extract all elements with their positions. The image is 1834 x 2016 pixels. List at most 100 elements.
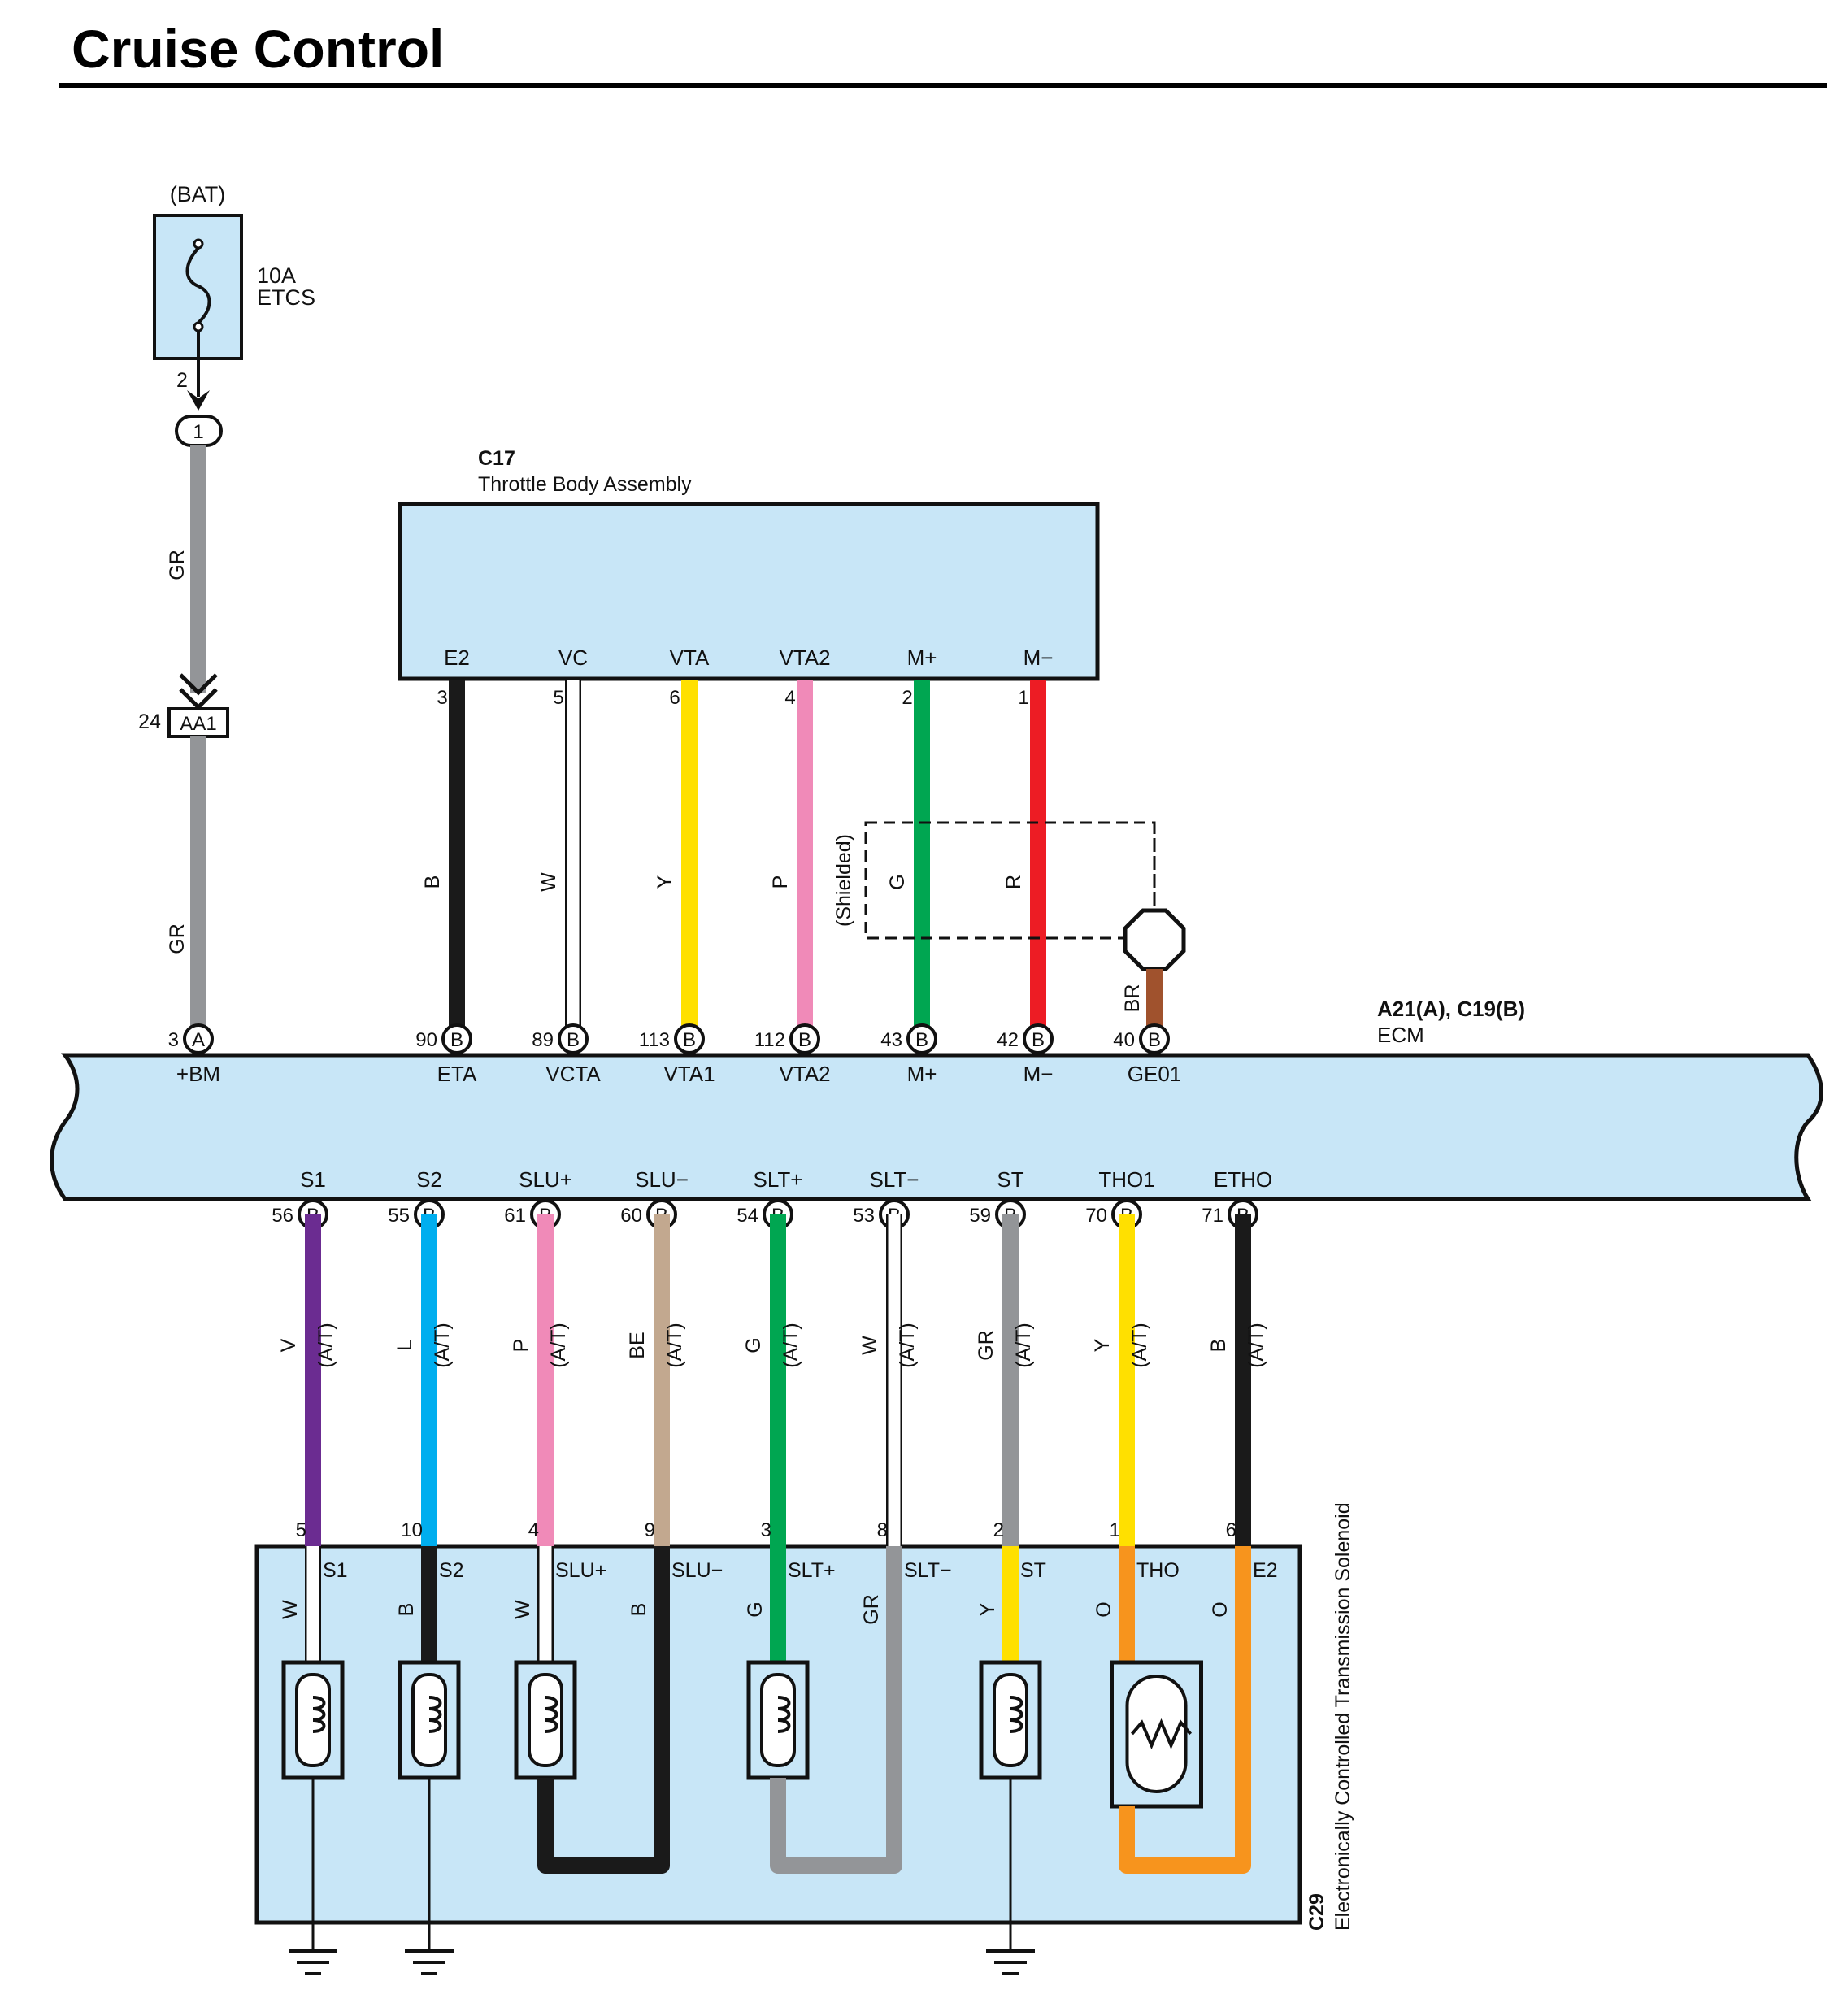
ecm-bottom-pin-num-1: 56 [272, 1205, 293, 1227]
ecm-top-pin-8 [1139, 1023, 1170, 1054]
throttle-wire-label-5: G [886, 874, 909, 889]
at-wire-label-6: W [858, 1336, 881, 1355]
throttle-wire-label-1: B [421, 875, 444, 889]
at-wire-label-5: G [742, 1337, 765, 1353]
at-wire-note-6: (A/T) [896, 1323, 919, 1368]
ecm-bottom-pin-name-4: SLU− [635, 1167, 689, 1192]
solenoid-wire-label-5: G [744, 1601, 767, 1617]
throttle-pin-4: 4 [784, 687, 795, 709]
loop-tho [1119, 1546, 1251, 1874]
throttle-wire-label-3: Y [654, 875, 676, 889]
ecm-top-pin-5-letter: B [798, 1029, 811, 1051]
solenoid-pin-8: 1 [1110, 1519, 1120, 1541]
ecm-bottom-pin-name-7: ST [997, 1167, 1023, 1192]
ecm-top-pin-name-6: M+ [907, 1062, 937, 1086]
ecm-top-pin-name-3: VCTA [545, 1062, 601, 1086]
ecm-bottom-pin-num-7: 59 [969, 1205, 991, 1227]
ecm-top-pin-8-letter: B [1148, 1029, 1161, 1051]
at-wire-label-1: V [277, 1338, 300, 1352]
ecm-top-pin-2-letter: B [450, 1029, 463, 1051]
throttle-pin-6: 1 [1018, 687, 1028, 709]
ecm-top-pin-3 [558, 1023, 589, 1054]
solenoid-terminal-9: E2 [1253, 1559, 1278, 1582]
throttle-pin-3: 6 [669, 687, 680, 709]
solenoid-pin-4: 9 [645, 1519, 655, 1541]
solenoid-terminal-8: THO [1136, 1559, 1180, 1582]
ecm-top-pin-2 [441, 1023, 472, 1054]
solenoid-pin-2: 10 [401, 1519, 423, 1541]
solenoid-pin-1: 5 [296, 1519, 306, 1541]
ecm-top-pin-name-7: M− [1023, 1062, 1054, 1086]
solenoid-wire-label-9: O [1209, 1601, 1232, 1617]
solenoid-terminal-7: ST [1020, 1559, 1046, 1582]
ecm-top-pin-6 [906, 1023, 937, 1054]
ecm-bottom-pin-name-9: ETHO [1214, 1167, 1272, 1192]
throttle-wire-label-2: W [537, 872, 560, 892]
solenoid-wire-label-3: W [511, 1600, 534, 1619]
shield-ground-octagon [1123, 908, 1186, 971]
solenoid-wire-label-4: B [628, 1603, 650, 1617]
ecm-bottom-pin-num-8: 70 [1085, 1205, 1107, 1227]
ecm-top-pin-num-8: 40 [1113, 1029, 1135, 1051]
at-wire-note-8: (A/T) [1128, 1323, 1151, 1368]
throttle-wire-label-6: R [1002, 875, 1025, 889]
at-wire-label-4: BE [626, 1332, 649, 1358]
ecm-top-pin-4-letter: B [683, 1029, 696, 1051]
solenoid-coil-3-coil-icon [545, 1696, 558, 1733]
fuse-name: ETCS [257, 285, 315, 310]
wire-br-label: BR [1121, 984, 1144, 1013]
solenoid-wire-label-7: Y [976, 1602, 999, 1616]
ecm-top-pin-num-5: 112 [754, 1029, 785, 1051]
fuse-arrow-icon [187, 390, 210, 411]
ecm-bottom-pin-name-3: SLU+ [519, 1167, 572, 1192]
wire-gr-upper-label: GR [166, 550, 189, 580]
solenoid-coil-2-coil-icon [428, 1696, 442, 1733]
throttle-body-box [398, 502, 1100, 681]
solenoid-coil-5-coil-icon [777, 1696, 791, 1733]
ecm-top-pin-7-letter: B [1032, 1029, 1045, 1051]
throttle-terminal-2: VC [558, 645, 588, 670]
ecm-bottom-pin-name-1: S1 [300, 1167, 326, 1192]
solenoid-pin-3: 4 [528, 1519, 539, 1541]
junction-label: AA1 [180, 713, 216, 735]
ecm-top-pin-name-4: VTA1 [663, 1062, 715, 1086]
at-wire-note-9: (A/T) [1245, 1323, 1267, 1368]
throttle-pin-1: 3 [437, 687, 447, 709]
ecm-top-pin-num-3: 89 [532, 1029, 554, 1051]
ecm-bottom-pin-num-2: 55 [388, 1205, 410, 1227]
throttle-pin-5: 2 [902, 687, 912, 709]
solenoid-terminal-6: SLT− [904, 1559, 952, 1582]
ecm-bottom-pin-num-9: 71 [1202, 1205, 1223, 1227]
ecm-top-pin-4 [674, 1023, 705, 1054]
connector-1-label: 1 [193, 421, 203, 443]
fuse-pin: 2 [176, 369, 188, 392]
battery-label: (BAT) [170, 182, 226, 206]
at-wire-note-7: (A/T) [1012, 1323, 1035, 1368]
ecm-top-pin-num-2: 90 [415, 1029, 437, 1051]
junction-box [167, 707, 229, 738]
ecm-top-pin-1-letter: A [192, 1029, 205, 1051]
throttle-wire-label-4: P [769, 875, 792, 889]
solenoid-terminal-2: S2 [439, 1559, 464, 1582]
ecm-top-pin-name-5: VTA2 [779, 1062, 830, 1086]
solenoid-pin-6: 8 [877, 1519, 888, 1541]
throttle-terminal-5: M+ [907, 645, 937, 670]
ecm-top-pin-name-8: GE01 [1128, 1062, 1182, 1086]
solenoid-wire-label-8: O [1093, 1601, 1115, 1617]
ecm-top-pin-num-4: 113 [639, 1029, 670, 1051]
ecm-body [50, 1053, 1823, 1201]
loop-slu [537, 1546, 670, 1874]
fuse-icon [185, 238, 211, 332]
throttle-terminal-1: E2 [444, 645, 470, 670]
at-wire-label-8: Y [1091, 1338, 1114, 1352]
at-wire-note-1: (A/T) [315, 1323, 337, 1368]
wire-gr-lower-label: GR [166, 923, 189, 954]
ecm-bottom-pin-num-6: 53 [853, 1205, 875, 1227]
throttle-name: Throttle Body Assembly [478, 473, 692, 496]
junction-pin: 24 [138, 710, 161, 733]
throttle-terminal-4: VTA2 [779, 645, 830, 670]
throttle-pin-2: 5 [553, 687, 563, 709]
solenoid-terminal-5: SLT+ [788, 1559, 836, 1582]
ecm-bottom-pin-name-8: THO1 [1098, 1167, 1154, 1192]
solenoid-coil-1-coil-icon [312, 1696, 326, 1733]
